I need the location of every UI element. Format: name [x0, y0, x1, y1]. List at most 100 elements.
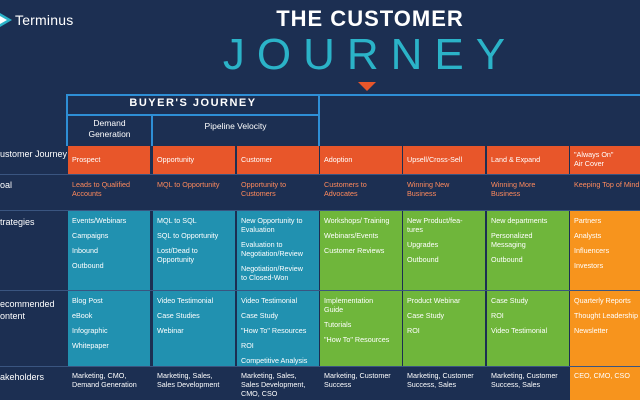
cell-text: Prospect [72, 155, 101, 164]
stakeholders-cell: Marketing, Sales, Sales Development, CMO… [237, 367, 319, 400]
cell-text: Opportunity [157, 155, 195, 164]
cell-text: MQL to Opportunity [157, 180, 220, 189]
goal-cell: Opportunity to Customers [237, 175, 319, 210]
row-label-stakeholders: akeholders [0, 372, 45, 382]
row-label-customer-journey: ustomer Journey [0, 149, 68, 159]
row-divider [0, 290, 640, 291]
cell-item: Quarterly Reports [574, 296, 631, 305]
cell-item: Analysts [574, 231, 602, 240]
stakeholders-cell: Marketing, CMO, Demand Generation [68, 367, 150, 400]
goal-cell: Keeping Top of Mind [570, 175, 640, 210]
cell-item: Outbound [491, 255, 523, 264]
journey-stage-cell: "Always On" Air Cover [570, 146, 640, 174]
cell-item: New Product/fea- tures [407, 216, 463, 234]
row-divider [0, 174, 640, 175]
row-label-strategies: trategies [0, 217, 35, 227]
stakeholders-cell: Marketing, Sales, Sales Development [153, 367, 235, 400]
cell-item: Negotiation/Review to Closed-Won [241, 264, 303, 282]
demand-generation-header: Demand Generation [88, 118, 131, 139]
cell-item: "How To" Resources [324, 335, 390, 344]
goal-cell: Leads to Qualified Accounts [68, 175, 150, 210]
header-frame-sub-divider [151, 114, 153, 146]
cell-item: Blog Post [72, 296, 103, 305]
header-frame-divider [318, 94, 320, 146]
cell-text: Marketing, Sales, Sales Development [157, 371, 220, 389]
row-divider [0, 366, 640, 367]
logo-text: Terminus [15, 12, 74, 28]
cell-text: Keeping Top of Mind [574, 180, 640, 189]
cell-item: Inbound [72, 246, 98, 255]
cell-item: Campaigns [72, 231, 109, 240]
cell-item: "How To" Resources [241, 326, 307, 335]
cell-item: ROI [241, 341, 254, 350]
cell-item: Implementation Guide [324, 296, 374, 314]
cell-item: New departments [491, 216, 548, 225]
cell-text: Opportunity to Customers [241, 180, 287, 198]
cell-item: Whitepaper [72, 341, 109, 350]
cell-item: Case Study [241, 311, 279, 320]
cell-item: Investors [574, 261, 604, 270]
cell-item: Case Studies [157, 311, 200, 320]
cell-item: Case Study [407, 311, 445, 320]
goal-cell: Customers to Advocates [320, 175, 402, 210]
goal-cell: Winning More Business [487, 175, 569, 210]
cell-text: Upsell/Cross-Sell [407, 155, 463, 164]
cell-item: Infographic [72, 326, 108, 335]
cell-item: Workshops/ Training [324, 216, 390, 225]
cell-item: Partners [574, 216, 602, 225]
goal-cell: Winning New Business [403, 175, 485, 210]
row-label-goal: oal [0, 180, 13, 190]
cell-item: Product Webinar [407, 296, 461, 305]
cell-item: Video Testimonial [491, 326, 548, 335]
cell-item: Lost/Dead to Opportunity [157, 246, 198, 264]
journey-stage-cell: Prospect [68, 146, 150, 174]
stakeholders-cell: Marketing, Customer Success, Sales [487, 367, 569, 400]
cell-text: Winning New Business [407, 180, 450, 198]
cell-text: Land & Expand [491, 155, 541, 164]
cell-item: Upgrades [407, 240, 439, 249]
cell-item: SQL to Opportunity [157, 231, 219, 240]
journey-stage-cell: Land & Expand [487, 146, 569, 174]
cell-text: Customers to Advocates [324, 180, 367, 198]
buyers-journey-header: BUYER'S JOURNEY [129, 97, 257, 109]
cell-text: Adoption [324, 155, 353, 164]
title-line-2: JOURNEY [222, 30, 518, 79]
cell-text: Customer [241, 155, 273, 164]
cell-item: eBook [72, 311, 93, 320]
pipeline-velocity-header: Pipeline Velocity [204, 121, 267, 131]
cell-text: Winning More Business [491, 180, 536, 198]
down-arrow-icon [358, 82, 376, 91]
stakeholders-cell: Marketing, Customer Success, Sales [403, 367, 485, 400]
cell-item: Thought Leadership [574, 311, 638, 320]
journey-stage-cell: Customer [237, 146, 319, 174]
cell-item: New Opportunity to Evaluation [241, 216, 303, 234]
cell-item: Competitive Analysis [241, 356, 308, 365]
header-frame-left [66, 94, 68, 146]
cell-text: Marketing, Customer Success, Sales [407, 371, 474, 389]
cell-item: Personalized Messaging [491, 231, 533, 249]
goal-cell: MQL to Opportunity [153, 175, 235, 210]
cell-item: Evaluation to Negotiation/Review [241, 240, 303, 258]
cell-item: Video Testimonial [157, 296, 214, 305]
cell-item: MQL to SQL [157, 216, 197, 225]
cell-text: Marketing, Customer Success, Sales [491, 371, 558, 389]
buyers-journey-underline [68, 114, 318, 116]
cell-item: Video Testimonial [241, 296, 298, 305]
cell-text: Leads to Qualified Accounts [72, 180, 130, 198]
cell-item: Case Study [491, 296, 529, 305]
cell-text: Marketing, Sales, Sales Development, CMO… [241, 371, 306, 398]
cell-text: CEO, CMO, CSO [574, 371, 630, 380]
cell-item: Customer Reviews [324, 246, 385, 255]
cell-text: Marketing, Customer Success [324, 371, 391, 389]
journey-stage-cell: Adoption [320, 146, 402, 174]
